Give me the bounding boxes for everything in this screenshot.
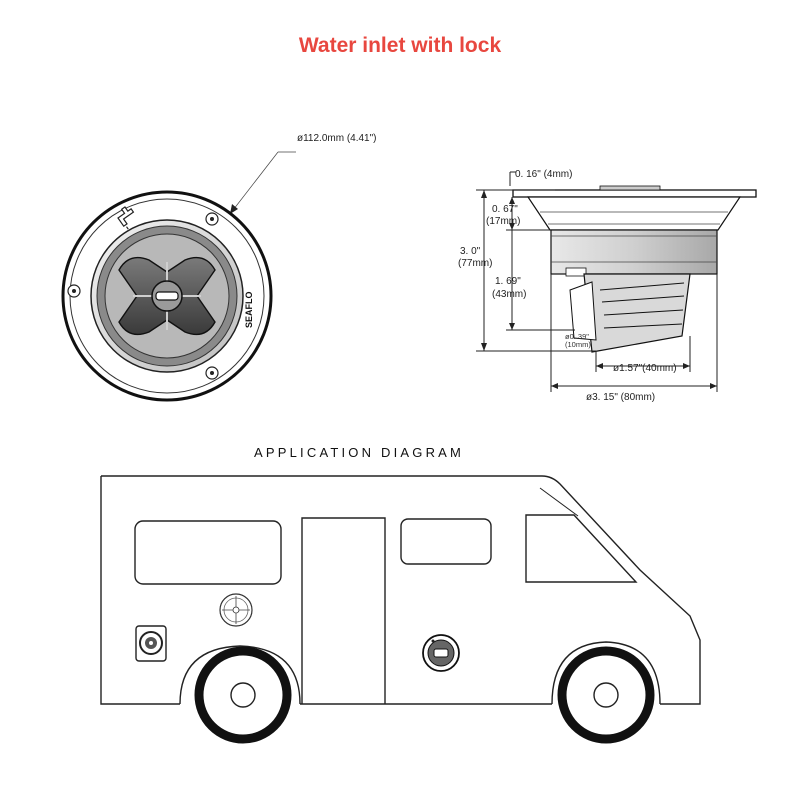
cab-window: [525, 514, 638, 583]
screw-icon: [205, 366, 219, 380]
rear-wheel-arch: [179, 645, 301, 705]
lower-depth-mm: (43mm): [492, 289, 526, 300]
application-heading: APPLICATION DIAGRAM: [254, 445, 464, 460]
side-view: 0. 16" (4mm) 0. 67" (17mm) 3. 0" (77mm) …: [458, 169, 757, 403]
body-diameter-label: ø3. 15" (80mm): [586, 392, 655, 403]
cap-top: [599, 185, 661, 191]
front-wheel: [557, 646, 655, 744]
upper-body: [526, 196, 742, 231]
front-view: ø112.0mm (4.41"): [61, 133, 377, 402]
page-title: Water inlet with lock: [298, 34, 502, 57]
screw-icon: [67, 284, 81, 298]
faucet-icon: [117, 206, 135, 230]
front-wheel-arch: [551, 641, 661, 705]
screw-icon: [205, 212, 219, 226]
rv-rear: [100, 476, 180, 705]
lower-depth-in: 1. 69": [495, 276, 521, 287]
door: [301, 517, 386, 704]
rv-vehicle: [100, 475, 701, 705]
lock-icon: [151, 280, 183, 312]
water-inlet-icon: [422, 634, 460, 672]
brand-label: SEAFLO: [244, 291, 254, 328]
diameter-label: ø112.0mm (4.41"): [297, 133, 377, 144]
small-nozzle-mm: (10mm): [565, 340, 591, 349]
nozzle-diameter-label: ø1.57"(40mm): [613, 363, 677, 374]
vent-icon: [219, 593, 253, 627]
flange-thickness-label: 0. 16" (4mm): [515, 169, 572, 180]
side-window: [400, 518, 492, 565]
side-flange: [512, 189, 757, 198]
total-depth-mm: (77mm): [458, 258, 492, 269]
diameter-leader: [229, 151, 279, 215]
upper-depth-in: 0. 67": [492, 204, 518, 215]
small-nozzle-in: ø0. 39": [565, 332, 589, 341]
rear-window: [134, 520, 282, 585]
rear-wheel: [194, 646, 292, 744]
power-inlet-icon: [135, 625, 167, 662]
total-depth-in: 3. 0": [460, 246, 481, 257]
upper-depth-mm: (17mm): [486, 216, 520, 227]
lower-body: [550, 229, 718, 275]
diameter-arrow: [230, 204, 238, 214]
hose-nozzle: [569, 273, 691, 353]
rv-body-outline: [101, 475, 701, 705]
